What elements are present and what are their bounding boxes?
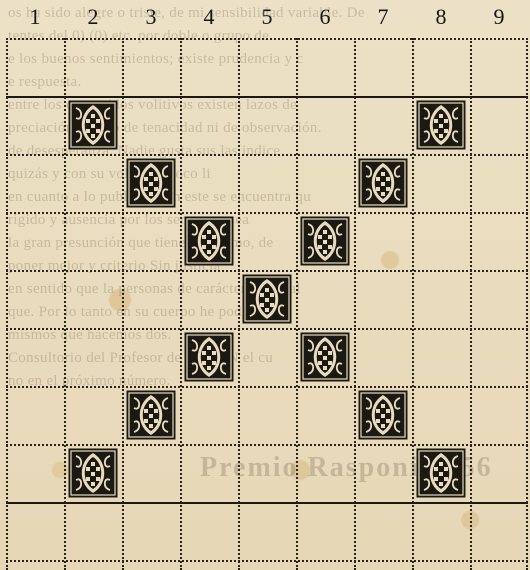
ornate-tile-icon xyxy=(416,100,466,150)
grid-row-line xyxy=(6,502,528,504)
column-number-4: 4 xyxy=(180,4,238,30)
grid-column-line xyxy=(354,38,356,570)
column-number-7: 7 xyxy=(354,4,412,30)
grid-column-line xyxy=(180,38,182,570)
column-number-5: 5 xyxy=(238,4,296,30)
grid-column-line xyxy=(526,38,528,570)
column-number-1: 1 xyxy=(6,4,64,30)
ornate-tile-icon xyxy=(126,390,176,440)
grid-row-line xyxy=(6,560,528,562)
game-board xyxy=(6,38,528,570)
grid-row-line xyxy=(6,386,528,388)
grid-column-line xyxy=(470,38,472,570)
grid-row-line xyxy=(6,444,528,446)
column-number-2: 2 xyxy=(64,4,122,30)
grid-row-line xyxy=(6,212,528,214)
ornate-tile-icon xyxy=(358,390,408,440)
grid-row-line xyxy=(6,96,528,98)
column-number-6: 6 xyxy=(296,4,354,30)
ornate-tile-icon xyxy=(184,216,234,266)
grid-column-line xyxy=(6,38,8,570)
ornate-tile-icon xyxy=(416,448,466,498)
column-number-8: 8 xyxy=(412,4,470,30)
grid-row-line xyxy=(6,154,528,156)
ornate-tile-icon xyxy=(358,158,408,208)
column-number-3: 3 xyxy=(122,4,180,30)
grid-row-line xyxy=(6,328,528,330)
ornate-tile-icon xyxy=(242,274,292,324)
ornate-tile-icon xyxy=(126,158,176,208)
grid-column-line xyxy=(122,38,124,570)
column-number-9: 9 xyxy=(470,4,528,30)
ornate-tile-icon xyxy=(300,216,350,266)
grid-column-line xyxy=(412,38,414,570)
ornate-tile-icon xyxy=(184,332,234,382)
grid-column-line xyxy=(296,38,298,570)
ornate-tile-icon xyxy=(300,332,350,382)
ornate-tile-icon xyxy=(68,448,118,498)
grid-column-line xyxy=(64,38,66,570)
grid-column-line xyxy=(238,38,240,570)
grid-row-line xyxy=(6,38,528,40)
ornate-tile-icon xyxy=(68,100,118,150)
grid-row-line xyxy=(6,270,528,272)
